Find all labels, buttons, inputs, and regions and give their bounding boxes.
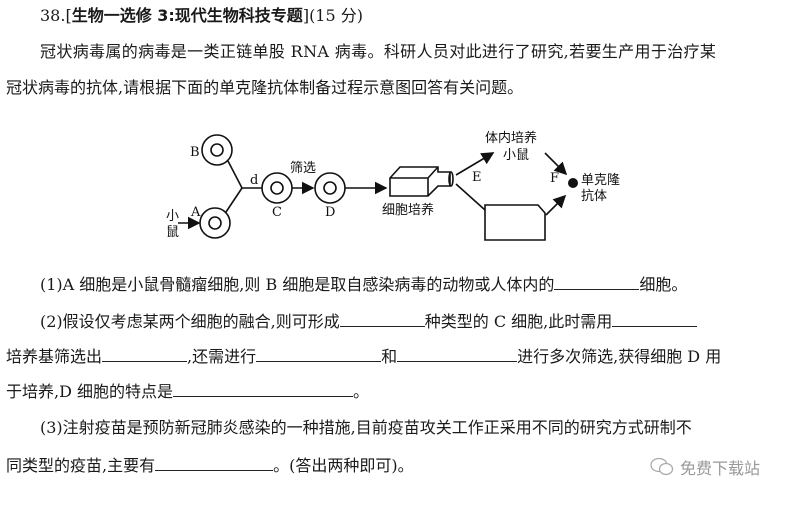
label-d-small: d (250, 173, 258, 188)
question-score: (15 分) (309, 6, 363, 25)
answer-blank (102, 345, 188, 362)
q3-text: 。(答出两种即可)。 (273, 456, 414, 475)
q2-text: 种类型的 C 细胞,此时需用 (424, 312, 613, 331)
label-mouse-2: 鼠 (166, 225, 179, 240)
label-d: D (325, 205, 335, 220)
q1-text-end: 细胞。 (639, 275, 688, 294)
question-3-line-2: 同类型的疫苗,主要有 。(答出两种即可)。 (6, 454, 414, 476)
label-mouse2: 小鼠 (503, 148, 529, 163)
wechat-icon (650, 457, 674, 476)
question-2-line-2: 培养基筛选出 ,还需进行 和 进行多次筛选,获得细胞 D 用 (6, 345, 721, 367)
antibody-dot (568, 178, 578, 188)
cell-b (201, 134, 233, 166)
label-mab-1: 单克隆 (581, 173, 620, 188)
label-screen: 筛选 (290, 161, 316, 176)
label-a: A (190, 205, 201, 220)
culture-flask-icon (389, 166, 454, 197)
watermark: 免费下载站 (650, 455, 760, 479)
watermark-text: 免费下载站 (680, 459, 761, 478)
q2-text: 于培养,D 细胞的特点是 (6, 382, 174, 401)
answer-blank (554, 273, 640, 290)
cell-a (199, 207, 231, 239)
q2-text: 。 (353, 382, 370, 401)
question-3-line-1: (3)注射疫苗是预防新冠肺炎感染的一种措施,目前疫苗攻关工作正采用不同的研究方式… (40, 418, 692, 437)
label-in-vivo: 体内培养 (485, 130, 537, 146)
question-2-line-1: (2)假设仅考虑某两个细胞的融合,则可形成 种类型的 C 细胞,此时需用 (40, 310, 698, 332)
label-mab-2: 抗体 (581, 189, 607, 204)
label-b: B (190, 145, 200, 160)
culture-bottle-icon (484, 204, 546, 241)
label-culture: 细胞培养 (382, 202, 434, 218)
answer-blank (155, 454, 274, 471)
label-f: F (550, 171, 559, 186)
q2-text: 进行多次筛选,获得细胞 D 用 (517, 347, 722, 366)
intro-line-2: 冠状病毒的抗体,请根据下面的单克隆抗体制备过程示意图回答有关问题。 (6, 78, 524, 97)
question-number: 38. (40, 6, 66, 25)
question-1: (1)A 细胞是小鼠骨髓瘤细胞,则 B 细胞是取自感染病毒的动物或人体内的 细胞。 (40, 273, 687, 295)
monoclonal-antibody-diagram: B A 小 鼠 d 筛选 C D 细胞培养 体内培养 小鼠 E F 单克隆 抗体 (166, 130, 620, 241)
q3-text: 同类型的疫苗,主要有 (6, 456, 156, 475)
answer-blank (397, 345, 518, 362)
answer-blank (612, 310, 698, 327)
label-e: E (472, 170, 482, 185)
question-header: 38.[生物一选修 3:现代生物科技专题](15 分) (40, 6, 363, 26)
q1-text: (1)A 细胞是小鼠骨髓瘤细胞,则 B 细胞是取自感染病毒的动物或人体内的 (40, 275, 555, 294)
label-mouse-1: 小 (166, 209, 179, 224)
bracket: [ (65, 6, 72, 25)
q2-text: 培养基筛选出 (6, 347, 103, 366)
question-2-line-3: 于培养,D 细胞的特点是 。 (6, 380, 369, 402)
intro-line-1: 冠状病毒属的病毒是一类正链单股 RNA 病毒。科研人员对此进行了研究,若要生产用… (40, 42, 717, 61)
label-c: C (272, 205, 282, 220)
cell-d (314, 172, 346, 204)
question-topic: 生物一选修 3:现代生物科技专题 (71, 6, 303, 25)
cell-c (261, 172, 293, 204)
answer-blank (339, 310, 425, 327)
q2-text: (2)假设仅考虑某两个细胞的融合,则可形成 (40, 312, 340, 331)
bracket: ] (302, 6, 310, 25)
answer-blank (173, 380, 354, 397)
q2-text: 和 (381, 347, 398, 366)
answer-blank (256, 345, 382, 362)
q2-text: ,还需进行 (187, 347, 257, 366)
